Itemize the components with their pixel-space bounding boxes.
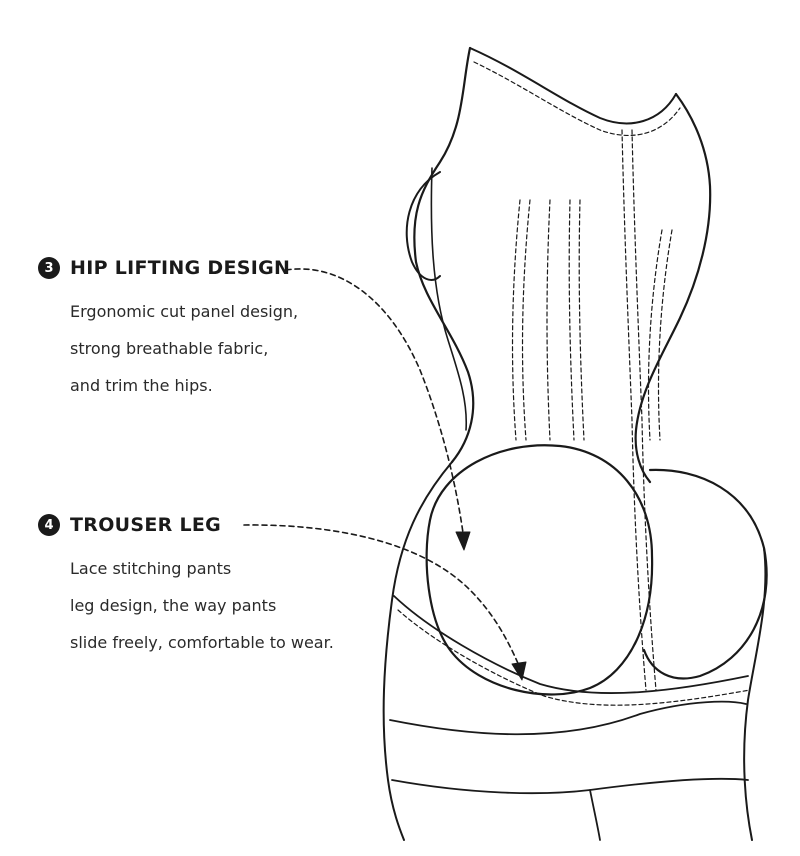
boning-1 [511,199,521,441]
neckline-stitch [473,61,681,137]
leg-panel-top [393,595,749,694]
boning-2 [521,199,531,441]
leg-pointer-line [243,524,521,669]
leg-inner [589,789,601,841]
feature-title: HIP LIFTING DESIGN [70,257,291,279]
boning-5 [578,199,585,441]
description-line: Lace stitching pants [70,559,232,578]
center-seam-2 [631,129,657,691]
leg-band-upper [389,700,747,736]
torso-outline [413,46,712,484]
boning-6 [647,229,663,441]
hip-pointer-line [285,268,465,541]
description-line: Ergonomic cut panel design, [70,302,299,321]
boning-7 [657,229,673,441]
feature-title: TROUSER LEG [70,514,222,536]
outer-hip [382,461,453,841]
left-buttock [425,444,654,696]
feature-heading: 3 HIP LIFTING DESIGN [38,257,298,279]
right-buttock [642,468,768,680]
number-badge: 3 [38,257,60,279]
feature-description: Ergonomic cut panel design, strong breat… [38,293,298,404]
outer-hip-right [743,547,767,841]
number-badge: 4 [38,514,60,536]
feature-description: Lace stitching pants leg design, the way… [38,550,334,661]
boning-4 [568,199,575,441]
description-line: strong breathable fabric, [70,339,269,358]
leg-band-lower [391,777,749,795]
boning-3 [546,199,551,441]
neckline [469,47,677,125]
hip-pointer-arrowhead [455,531,471,551]
feature-trouser-leg: 4 TROUSER LEG Lace stitching pants leg d… [38,514,334,661]
chest-curve [405,171,441,281]
feature-heading: 4 TROUSER LEG [38,514,334,536]
arm-line [430,167,468,431]
center-seam [621,129,647,691]
leg-pointer-arrowhead [511,661,527,681]
feature-hip-lifting: 3 HIP LIFTING DESIGN Ergonomic cut panel… [38,257,298,404]
description-line: and trim the hips. [70,376,213,395]
description-line: leg design, the way pants [70,596,277,615]
leg-panel-stitch [397,609,751,706]
description-line: slide freely, comfortable to wear. [70,633,334,652]
